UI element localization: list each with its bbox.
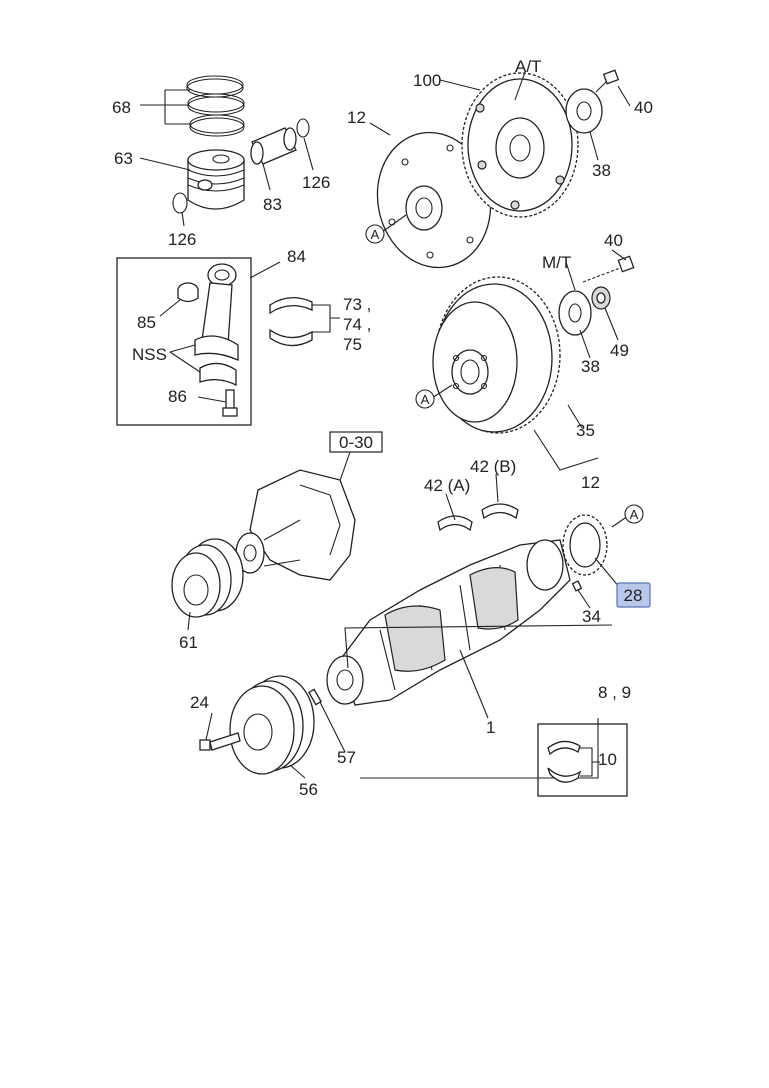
callout-28[interactable]: 28: [624, 586, 643, 605]
timing-gear-drawing: [562, 514, 608, 576]
thrust-washer-a-drawing: [437, 515, 473, 532]
connecting-rod-drawing: [194, 263, 239, 387]
ref-box-text[interactable]: 0-30: [339, 433, 373, 452]
marker-a-flexplate-text: A: [371, 227, 380, 242]
crankshaft-drawing: [326, 539, 571, 706]
callout-68: 68: [112, 98, 131, 117]
callout-12-flexplate: 12: [347, 108, 366, 127]
callout-100: 100: [413, 71, 441, 90]
callout-40-mid: 40: [604, 231, 623, 250]
callout-57: 57: [337, 748, 356, 767]
callout-86: 86: [168, 387, 187, 406]
callout-63: 63: [114, 149, 133, 168]
callout-61: 61: [179, 633, 198, 652]
callout-34: 34: [582, 607, 601, 626]
callout-56: 56: [299, 780, 318, 799]
ref-box[interactable]: [329, 431, 383, 453]
callout-1: 1: [486, 718, 495, 737]
con-rod-group-box: [116, 257, 252, 426]
callout-40-top: 40: [634, 98, 653, 117]
callout-126-left: 126: [168, 230, 196, 249]
callout-10: 10: [598, 750, 617, 769]
marker-a-gear-text: A: [630, 507, 639, 522]
callout-85: 85: [137, 313, 156, 332]
piston-rings-drawing: [186, 75, 245, 137]
main-bearing-drawing: [547, 740, 582, 783]
ring-gear-at-drawing: [461, 72, 579, 218]
pulley-56-drawing: [229, 675, 315, 775]
callout-38-mid: 38: [581, 357, 600, 376]
callout-75: 75: [343, 335, 362, 354]
callout-nss: NSS: [132, 345, 167, 364]
callout-73: 73 ,: [343, 295, 371, 314]
marker-a-flywheel: [415, 389, 435, 409]
callout-126-top: 126: [302, 173, 330, 192]
marker-a-flywheel-text: A: [421, 392, 430, 407]
callout-38-top: 38: [592, 161, 611, 180]
washer-38-top-drawing: [565, 88, 603, 134]
callout-74: 74 ,: [343, 315, 371, 334]
marker-a-flexplate: [365, 224, 385, 244]
highlight-28[interactable]: [616, 582, 651, 608]
bushing-drawing: [177, 282, 199, 303]
callout-83: 83: [263, 195, 282, 214]
bolt-24-drawing: [199, 732, 241, 751]
flywheel-drawing: [432, 276, 561, 434]
pilot-bearing-drawing: [591, 286, 611, 310]
callout-49: 49: [610, 341, 629, 360]
water-pump-drawing: [235, 469, 356, 581]
snap-ring-top-drawing: [296, 118, 310, 138]
label-at: A/T: [515, 57, 541, 76]
key-34-drawing: [571, 580, 583, 592]
piston-pin-drawing: [250, 127, 297, 165]
label-mt: M/T: [542, 253, 571, 272]
marker-a-gear: [624, 504, 644, 524]
rod-bolt-drawing: [222, 389, 238, 417]
callout-84: 84: [287, 247, 306, 266]
callout-12-flywheel: 12: [581, 473, 600, 492]
callout-24: 24: [190, 693, 209, 712]
bolt-40-top-drawing: [595, 69, 620, 93]
callout-8-9: 8 , 9: [598, 683, 631, 702]
washer-38-mid-drawing: [558, 290, 592, 336]
rod-bearing-drawing: [269, 297, 313, 347]
callout-35: 35: [576, 421, 595, 440]
piston-drawing: [187, 149, 245, 210]
pulley-61-drawing: [171, 538, 244, 618]
snap-ring-left-drawing: [172, 192, 188, 214]
main-bearing-box: [537, 723, 628, 797]
thrust-washer-b-drawing: [481, 503, 519, 520]
bolt-40-mid-drawing: [582, 255, 635, 283]
callout-42a: 42 (A): [424, 476, 470, 495]
pin-57-drawing: [308, 688, 322, 706]
callout-42b: 42 (B): [470, 457, 516, 476]
